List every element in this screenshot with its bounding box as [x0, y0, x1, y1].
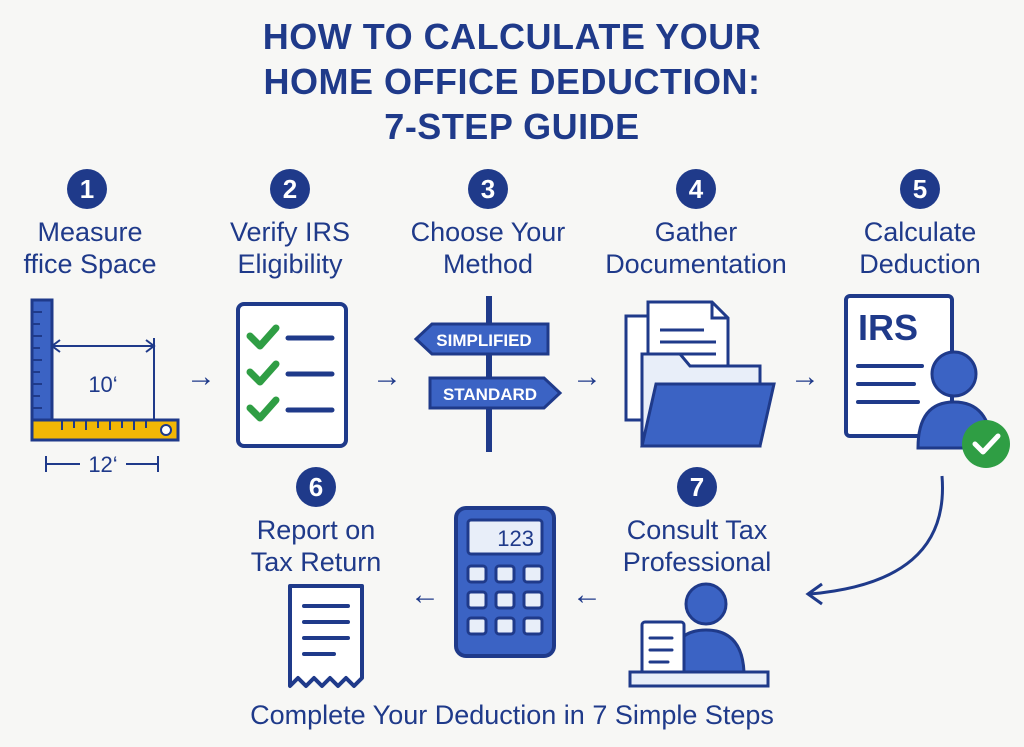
step-3-badge: 3 — [468, 169, 508, 209]
title-line-3: 7-STEP GUIDE — [384, 106, 640, 147]
title-line-1: HOW TO CALCULATE YOUR — [262, 16, 762, 57]
arrow-calc-6: ← — [410, 578, 440, 611]
footer-text: Complete Your Deduction in 7 Simple Step… — [250, 700, 774, 730]
step-4-badge: 4 — [676, 169, 716, 209]
ruler-icon: 10‘ 12‘ — [30, 298, 180, 478]
folder-documents-icon — [624, 300, 776, 448]
receipt-icon — [288, 584, 364, 688]
sign-simplified: SIMPLIFIED — [436, 331, 531, 350]
step-5-badge: 5 — [900, 169, 940, 209]
step-7-badge: 7 — [677, 467, 717, 507]
ruler-width-label: 10‘ — [88, 372, 117, 397]
step-6-badge: 6 — [296, 467, 336, 507]
arrow-4-5: → — [790, 360, 820, 393]
checklist-icon — [236, 302, 348, 448]
arrow-3-4: → — [572, 360, 602, 393]
step-1-badge: 1 — [67, 169, 107, 209]
arrow-2-3: → — [372, 360, 402, 393]
page-title: HOW TO CALCULATE YOUR HOME OFFICE DEDUCT… — [0, 14, 1024, 149]
irs-form-person-icon: IRS — [844, 294, 1010, 468]
sign-standard: STANDARD — [443, 385, 537, 404]
calculator-icon: 123 — [454, 506, 556, 658]
irs-label: IRS — [858, 307, 918, 348]
ruler-length-label: 12‘ — [88, 452, 117, 477]
tax-professional-icon — [628, 582, 770, 688]
calculator-display: 123 — [497, 526, 534, 551]
curved-arrow-5-7 — [805, 475, 944, 606]
title-line-2: HOME OFFICE DEDUCTION: — [263, 61, 761, 102]
arrow-1-2: → — [186, 360, 216, 393]
arrow-7-calc: ← — [572, 578, 602, 611]
step-2-badge: 2 — [270, 169, 310, 209]
signpost-icon: SIMPLIFIED STANDARD — [413, 296, 563, 452]
check-badge-icon — [962, 420, 1010, 468]
